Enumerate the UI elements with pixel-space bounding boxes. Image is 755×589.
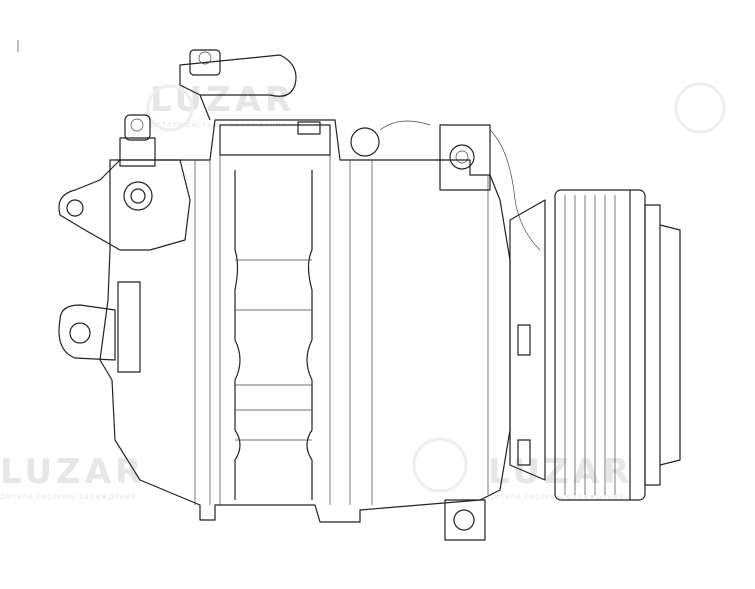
watermark-logo-icon [412,437,468,493]
watermark-tagline: детали системы охлаждения [0,492,137,501]
watermark-logo-icon [674,82,726,134]
watermark-logo-icon [146,84,194,132]
compressor-body [99,119,511,523]
watermark-brand: LUZAR [0,452,146,492]
clutch-housing [509,199,546,481]
watermark-tagline: детали системы охлаждения [150,120,287,129]
top-fitting [179,54,297,97]
pulley [554,189,681,501]
watermark-left: LUZAR детали системы охлаждения [0,452,145,501]
top-right-boss [439,124,491,191]
mount-ear-bottom [444,499,486,541]
left-flange [58,159,191,251]
mount-ear-left [58,304,116,361]
watermark-brand: LUZAR [488,452,634,492]
